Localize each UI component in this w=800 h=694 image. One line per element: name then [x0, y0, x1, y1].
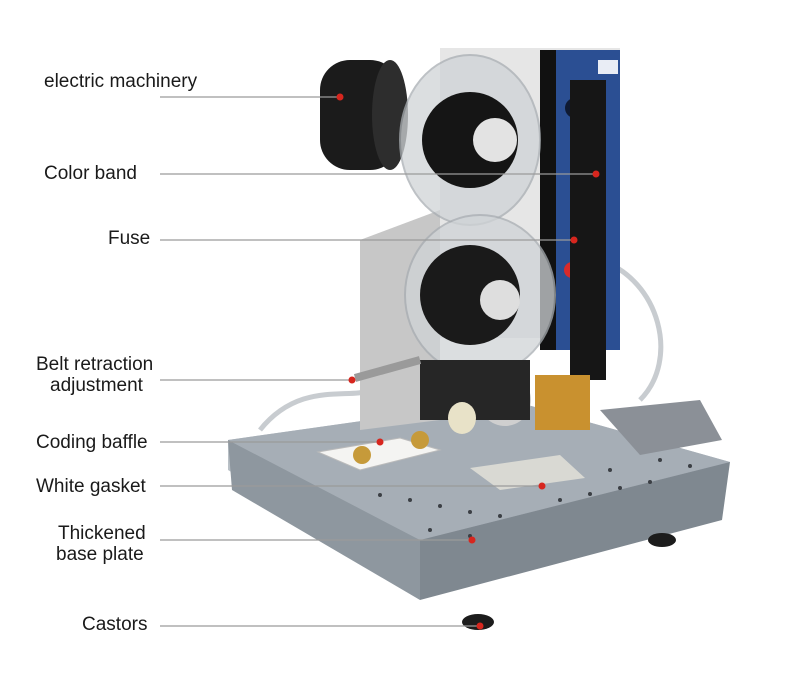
- upper-spool-hub: [473, 118, 517, 162]
- foot-pedal: [600, 400, 722, 455]
- marker-coding-baffle: [376, 438, 384, 446]
- white-gasket-plate: [470, 455, 585, 490]
- marker-belt-retraction: [348, 376, 356, 384]
- label-coding-baffle: Coding baffle: [36, 432, 148, 453]
- marker-fuse: [570, 236, 578, 244]
- label-electric-machinery: electric machinery: [44, 71, 198, 92]
- label-castors: Castors: [82, 614, 148, 635]
- baffle-screw-1: [353, 446, 371, 464]
- head-assembly: [420, 360, 530, 420]
- label-belt-retraction-line2: adjustment: [50, 375, 143, 396]
- base-plate-front-side: [420, 462, 730, 600]
- heating-head: [535, 375, 590, 430]
- panel-display: [598, 60, 618, 74]
- white-roller: [448, 402, 476, 434]
- coding-baffle-plate: [316, 437, 442, 471]
- motor-cap: [372, 60, 408, 170]
- lower-spool-hub: [480, 280, 520, 320]
- marker-base-plate: [468, 536, 476, 544]
- baffle-screw-2: [411, 431, 429, 449]
- base-plate-left-side: [228, 440, 420, 600]
- upper-ribbon-roll: [422, 92, 518, 188]
- belt-retraction-arm: [353, 356, 422, 382]
- label-base-plate-line2: base plate: [56, 544, 144, 565]
- label-belt-retraction-line1: Belt retraction: [36, 354, 154, 375]
- marker-castors: [476, 622, 484, 630]
- pedal-cable: [599, 257, 664, 402]
- lower-ribbon-roll: [420, 245, 520, 345]
- marker-color-band: [592, 170, 600, 178]
- base-holes: [378, 458, 692, 538]
- label-color-band: Color band: [44, 163, 137, 184]
- marker-electric-machinery: [336, 93, 344, 101]
- label-white-gasket: White gasket: [36, 476, 146, 497]
- panel-frame-right: [570, 80, 606, 380]
- label-fuse: Fuse: [108, 228, 151, 249]
- label-base-plate-line1: Thickened: [58, 523, 146, 544]
- marker-white-gasket: [538, 482, 546, 490]
- castor-right: [648, 533, 676, 547]
